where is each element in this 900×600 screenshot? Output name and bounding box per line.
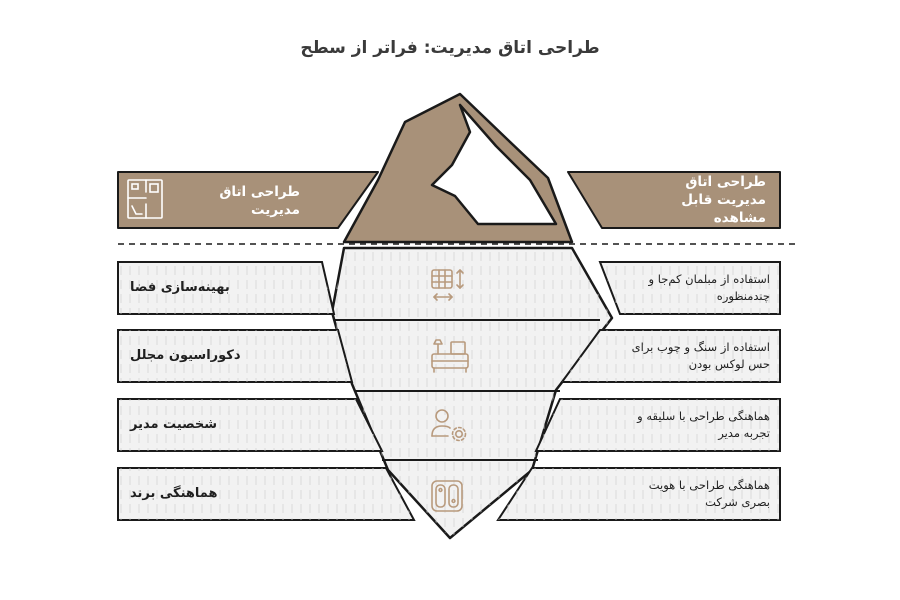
surface-right-band: [567, 171, 781, 229]
layer-right-label-4: هماهنگی طراحی با هویت بصری شرکت: [648, 478, 770, 509]
layer-left-label-2: دکوراسیون مجلل: [130, 348, 241, 363]
layer-left-label-4: هماهنگی برند: [130, 486, 218, 501]
person-gear-icon: [431, 409, 467, 442]
page-title: طراحی اتاق مدیریت: فراتر از سطح: [300, 38, 600, 58]
layer-right-label-2: استفاده از سنگ و چوب برای حس لوکس بودن: [631, 340, 770, 371]
layer-left-label-3: شخصیت مدیر: [130, 417, 218, 432]
layer-right-label-3: هماهنگی طراحی با سلیقه و تجربه مدیر: [637, 409, 770, 440]
left-boxes: [117, 261, 416, 521]
grid-resize-icon: [431, 269, 464, 301]
brand-controller-icon: [431, 480, 463, 512]
floor-plan-icon: [127, 179, 163, 219]
iceberg-snow: [430, 103, 558, 226]
layer-left-label-1: بهینه‌سازی فضا: [130, 280, 230, 295]
surface-right-label: طراحی اتاق مدیریت قابل مشاهده: [681, 174, 766, 226]
surface-left-band: [117, 171, 379, 229]
layer-right-label-1: استفاده از مبلمان کم‌جا و چندمنظوره: [648, 272, 770, 303]
surface-left-label: طراحی اتاق مدیریت: [219, 184, 300, 218]
right-boxes: [496, 261, 781, 521]
furniture-icon: [431, 339, 469, 373]
